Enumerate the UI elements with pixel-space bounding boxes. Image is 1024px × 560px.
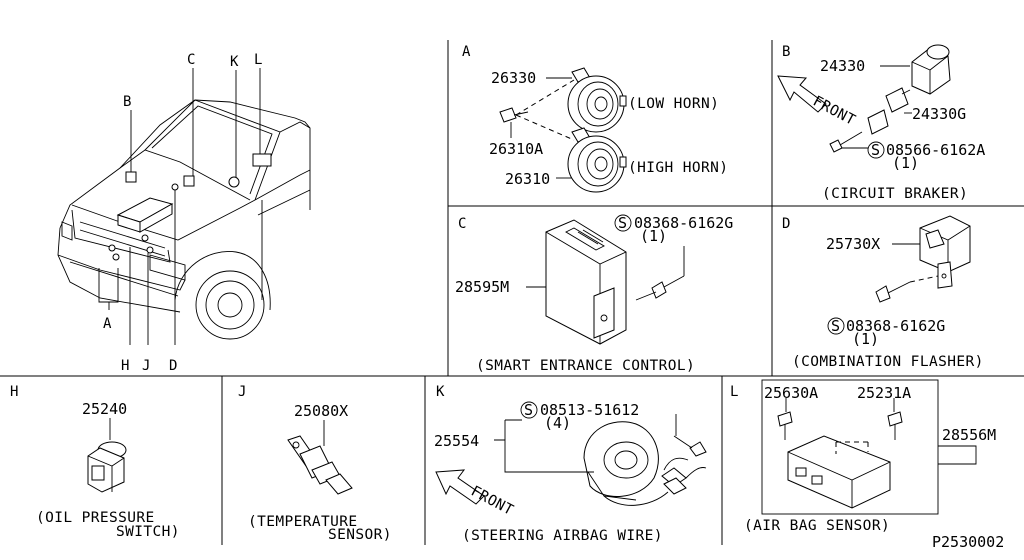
screw-marker-b: S (871, 141, 880, 159)
section-letter-b: B (782, 44, 790, 60)
screw-marker-k: S (524, 401, 533, 419)
callout-c: C (187, 52, 195, 68)
part-08513-51612: 08513-51612 (540, 401, 639, 419)
qty-d: (1) (852, 330, 879, 348)
part-26330: 26330 (491, 69, 536, 87)
callout-j: J (142, 358, 150, 374)
caption-circuit-breaker: (CIRCUIT BRAKER) (822, 186, 968, 202)
callout-a: A (103, 316, 112, 332)
callout-b: B (123, 94, 131, 110)
part-28556m: 28556M (942, 426, 996, 444)
section-letter-k: K (436, 384, 445, 400)
caption-oil-pressure-2: SWITCH) (116, 524, 180, 540)
qty-b: (1) (892, 154, 919, 172)
section-j: J 25080X (TEMPERATURE SENSOR) (238, 384, 392, 543)
vehicle-callouts: B C K L A H J D (103, 52, 262, 374)
caption-temperature-2: SENSOR) (328, 527, 392, 543)
section-letter-l: L (730, 384, 738, 400)
front-arrow-b: FRONT (810, 93, 858, 129)
section-letter-j: J (238, 384, 246, 400)
qty-k: (4) (544, 414, 571, 432)
section-letter-h: H (10, 384, 18, 400)
vehicle-drawing (57, 68, 311, 345)
callout-d: D (169, 358, 177, 374)
section-letter-c: C (458, 216, 466, 232)
section-b: B FRONT 24330 24330G S 08566-6162A (1) (… (777, 44, 985, 202)
part-24330: 24330 (820, 57, 865, 75)
section-d: D 25730X S 08368-6162G (1) (COMBINATION … (782, 215, 984, 370)
part-24330g: 24330G (912, 105, 966, 123)
part-08368-6162g-d: 08368-6162G (846, 317, 945, 335)
caption-smart-entrance: (SMART ENTRANCE CONTROL) (476, 358, 695, 374)
panel-grid (0, 40, 1024, 545)
diagram-code: P2530002 (932, 533, 1004, 551)
caption-air-bag-sensor: (AIR BAG SENSOR) (744, 518, 890, 534)
section-letter-a: A (462, 44, 471, 60)
part-08566-6162a: 08566-6162A (886, 141, 985, 159)
callout-k: K (230, 54, 239, 70)
front-arrow-k: FRONT (468, 483, 516, 519)
section-k: K FRONT S 08513-51612 (4) 25554 (STEERIN… (434, 384, 707, 544)
part-26310: 26310 (505, 170, 550, 188)
part-25554: 25554 (434, 432, 479, 450)
section-c: C S 08368-6162G (1) 28595M (SMART ENTRAN… (455, 214, 733, 374)
section-a: A 26330 26310A 26310 (LOW HORN) (HIGH HO… (462, 44, 728, 193)
part-25730x: 25730X (826, 235, 880, 253)
caption-combination-flasher: (COMBINATION FLASHER) (792, 354, 984, 370)
qty-c: (1) (640, 227, 667, 245)
part-25630a: 25630A (764, 384, 818, 402)
part-08368-6162g-c: 08368-6162G (634, 214, 733, 232)
caption-low-horn: (LOW HORN) (628, 96, 719, 112)
caption-temperature-1: (TEMPERATURE (248, 514, 358, 530)
section-h: H 25240 (OIL PRESSURE SWITCH) (10, 384, 180, 540)
section-letter-d: D (782, 216, 790, 232)
caption-oil-pressure-1: (OIL PRESSURE (36, 510, 155, 526)
part-25240: 25240 (82, 400, 127, 418)
screw-marker-d: S (831, 317, 840, 335)
caption-high-horn: (HIGH HORN) (628, 160, 728, 176)
callout-l: L (254, 52, 262, 68)
part-26310a: 26310A (489, 140, 543, 158)
section-l: L 25630A 25231A 28556M (AIR BAG SENSOR) (730, 379, 996, 534)
callout-h: H (121, 358, 129, 374)
part-25080x: 25080X (294, 402, 348, 420)
part-28595m: 28595M (455, 278, 509, 296)
caption-steering-airbag: (STEERING AIRBAG WIRE) (462, 528, 663, 544)
part-25231a: 25231A (857, 384, 911, 402)
screw-marker-c: S (618, 214, 627, 232)
